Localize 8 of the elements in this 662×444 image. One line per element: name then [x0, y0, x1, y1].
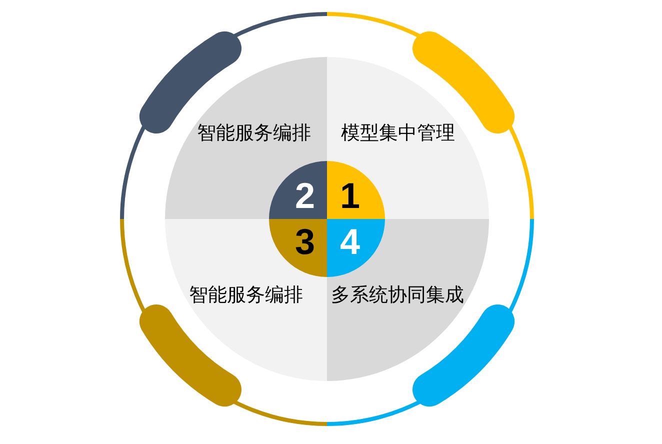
step-number: 3: [295, 224, 316, 260]
step-number: 4: [340, 224, 360, 260]
quadrant-label: 多系统协同集成: [331, 286, 464, 305]
step-number: 1: [340, 178, 360, 214]
step-number: 2: [295, 178, 316, 214]
quadrant-label: 模型集中管理: [341, 124, 455, 143]
quadrant-label: 智能服务编排: [189, 286, 303, 305]
quadrant-label: 智能服务编排: [197, 124, 311, 143]
